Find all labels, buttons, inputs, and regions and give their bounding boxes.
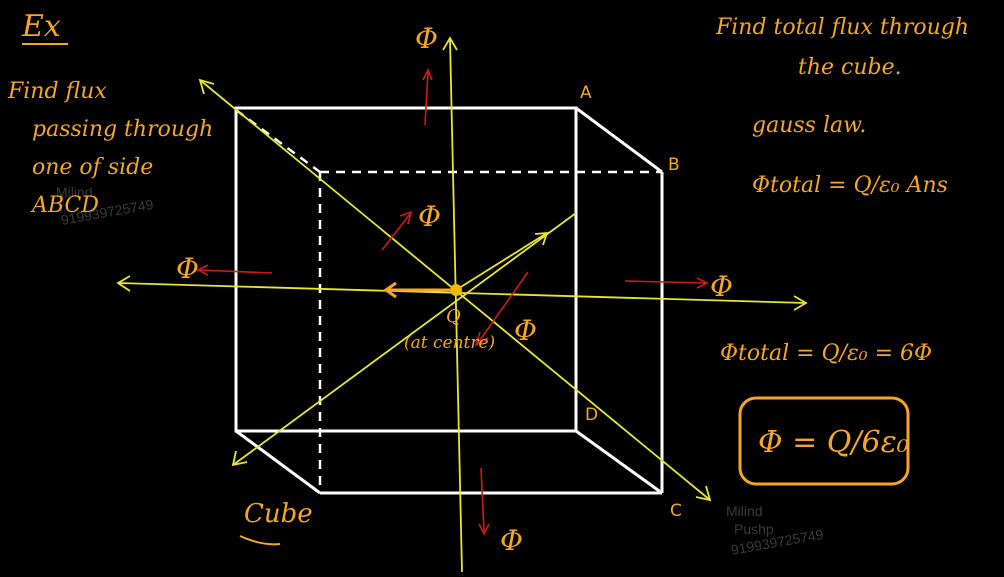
charge-label: Q xyxy=(446,306,461,327)
charge-dot xyxy=(450,284,462,296)
phi-total-six-phi: Φtotal = Q/ε₀ = 6Φ xyxy=(720,341,932,366)
cube-hidden-edges xyxy=(235,108,662,493)
flux-front: Φ xyxy=(514,314,537,347)
orange-field-arrow xyxy=(383,281,450,299)
svg-text:Pushp: Pushp xyxy=(734,521,774,537)
cube-label-underline xyxy=(239,535,281,546)
left-question-line-1: Find flux xyxy=(7,79,107,104)
right-question: Find total flux through the cube. gauss … xyxy=(715,15,969,366)
left-question-line-4: ABCD xyxy=(30,193,99,218)
watermark-right: Milind Pushp 919939725749 xyxy=(726,503,825,558)
ex-heading: Ex xyxy=(21,9,61,44)
flux-arrows xyxy=(196,68,709,536)
left-question: Ex Find flux passing through one of side… xyxy=(7,9,213,218)
flux-bottom: Φ xyxy=(500,524,523,557)
cube-label: Cube xyxy=(244,499,313,529)
flux-back: Φ xyxy=(418,200,441,233)
left-question-line-2: passing through xyxy=(32,117,213,142)
vertex-c: C xyxy=(670,501,682,521)
flux-right: Φ xyxy=(710,270,733,303)
right-question-line-1: Find total flux through xyxy=(715,15,969,40)
svg-text:Milind: Milind xyxy=(56,184,93,200)
vertex-b: B xyxy=(668,155,680,175)
flux-top: Φ xyxy=(415,22,438,55)
phi-total-equation: Φtotal = Q/ε₀ Ans xyxy=(752,173,948,198)
gauss-law-label: gauss law. xyxy=(752,113,866,138)
vertex-labels: A B C D xyxy=(580,83,682,521)
flux-symbols: Φ Φ Φ Φ Φ Φ xyxy=(176,22,733,557)
cube-outline xyxy=(234,106,664,495)
right-question-line-2: the cube. xyxy=(798,55,902,80)
boxed-answer: Φ = Q/6ε₀ xyxy=(738,396,910,486)
boxed-answer-text: Φ = Q/6ε₀ xyxy=(758,425,909,460)
vertex-d: D xyxy=(585,405,598,425)
at-centre-label: (at centre) xyxy=(404,333,495,353)
svg-text:Milind: Milind xyxy=(726,503,763,519)
flux-left: Φ xyxy=(176,252,199,285)
vertex-a: A xyxy=(580,83,592,103)
left-question-line-3: one of side xyxy=(32,155,153,180)
